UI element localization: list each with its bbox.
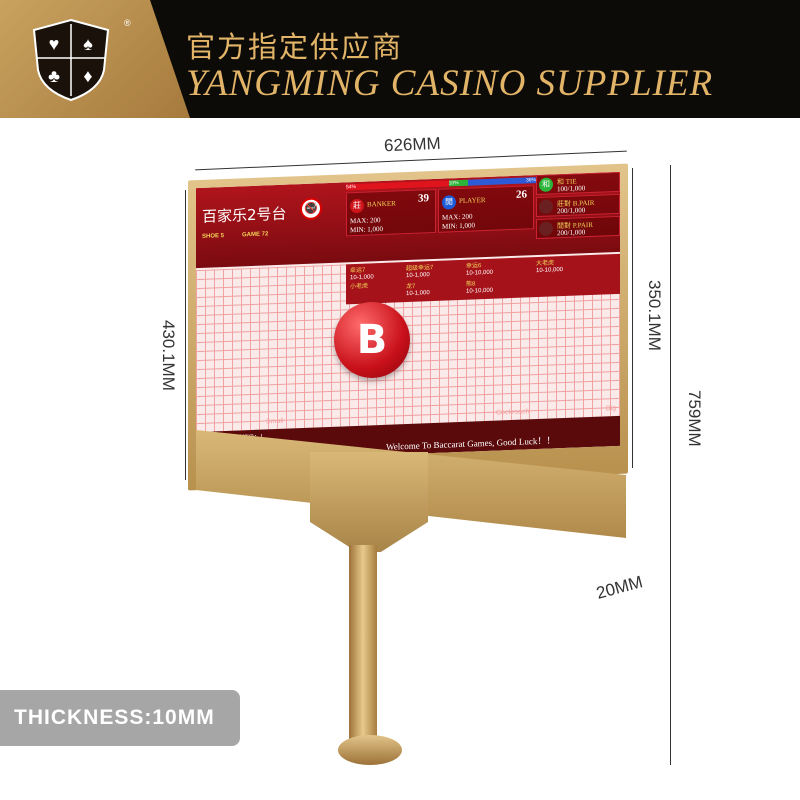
bet-label: 大老虎 [536, 260, 555, 268]
bet-value: 10-10,000 [536, 267, 564, 275]
thickness-badge: THICKNESS:10MM [0, 690, 240, 746]
bet-label: 小老虎 [350, 283, 369, 291]
no-smoking-icon: 🚭 [300, 197, 322, 221]
player-pair-value: 200/1,000 [557, 228, 586, 238]
mount-bracket [310, 452, 428, 552]
big-road-label: Big [605, 405, 616, 413]
banker-min: MIN: 1,000 [350, 224, 384, 235]
svg-text:♦: ♦ [83, 66, 92, 86]
svg-text:♠: ♠ [83, 34, 93, 54]
tie-progress: 10% [448, 179, 468, 187]
baccarat-screen: 百家乐2号台 🚭 SHOE 5 GAME 72 54% 10% 36% 莊 BA… [196, 171, 620, 463]
bet-label: 幸运6 [466, 263, 482, 270]
bet-label: 幸运7 [350, 267, 366, 275]
total-height-line [670, 165, 671, 765]
stand-base [338, 735, 402, 765]
tie-value: 100/1,000 [557, 184, 586, 194]
player-count: 26 [516, 188, 527, 201]
ticker-text: Welcome To Baccarat Games, Good Luck！！ [386, 435, 556, 452]
depth-label: 20MM [594, 572, 645, 603]
bet-label: 龙7 [406, 283, 416, 291]
shoe-label: SHOE 5 [202, 233, 225, 240]
svg-text:♣: ♣ [48, 66, 60, 86]
game-label: GAME 72 [242, 231, 269, 239]
banker-label: BANKER [367, 199, 396, 209]
brand-shield-logo: ♥ ♠ ♣ ♦ [32, 18, 110, 102]
banker-box[interactable]: 莊 BANKER 39 MAX: 200 MIN: 1,000 [346, 188, 436, 237]
bet-value: 10-10,000 [466, 269, 494, 277]
screen-height-line [632, 168, 633, 468]
width-label: 626MM [383, 133, 442, 156]
player-label: PLAYER [459, 196, 486, 206]
bet-label: 熊8 [466, 281, 476, 288]
banker-pair-chip [539, 199, 553, 214]
player-chip: 閒 [442, 195, 456, 210]
bet-value: 10-1,000 [406, 290, 430, 298]
header-banner: ♥ ♠ ♣ ♦ ® 官方指定供应商 YANGMING CASINO SUPPLIER [0, 0, 800, 118]
small-road-label: Small [266, 417, 284, 426]
banker-marker: B [334, 302, 410, 378]
table-name: 百家乐2号台 [202, 204, 287, 226]
cockroach-road-label: Cockroach [496, 408, 530, 417]
bet-value: 10-1,000 [350, 274, 374, 282]
bet-label: 超级幸运7 [406, 265, 434, 273]
screen-height-label: 350.1MM [645, 280, 664, 351]
tie-chip: 和 [539, 177, 553, 192]
player-box[interactable]: 閒 PLAYER 26 MAX: 200 MIN: 1,000 [438, 185, 534, 233]
registered-mark: ® [124, 18, 131, 28]
stand-pole [349, 545, 377, 750]
svg-text:♥: ♥ [49, 34, 60, 54]
player-max: MAX: 200 [442, 212, 473, 222]
frame-height-label: 430.1MM [159, 320, 178, 391]
player-min: MIN: 1,000 [442, 221, 476, 231]
banker-count: 39 [418, 192, 429, 205]
total-height-label: 759MM [685, 390, 704, 447]
banker-pair-value: 200/1,000 [557, 206, 586, 216]
en-title: YANGMING CASINO SUPPLIER [186, 63, 714, 104]
screen-topbar: 百家乐2号台 🚭 SHOE 5 GAME 72 54% 10% 36% 莊 BA… [196, 171, 620, 269]
frame-height-line [185, 190, 186, 480]
banker-chip: 莊 [350, 198, 364, 214]
bet-value: 10-1,000 [406, 272, 430, 280]
bet-small-tiger[interactable]: 小老虎 [350, 284, 368, 292]
bet-value: 10-10,000 [466, 287, 494, 295]
banker-max: MAX: 200 [350, 216, 381, 226]
player-pair-chip [539, 221, 553, 236]
cn-title: 官方指定供应商 [186, 30, 404, 64]
player-progress: 36% [467, 177, 536, 186]
